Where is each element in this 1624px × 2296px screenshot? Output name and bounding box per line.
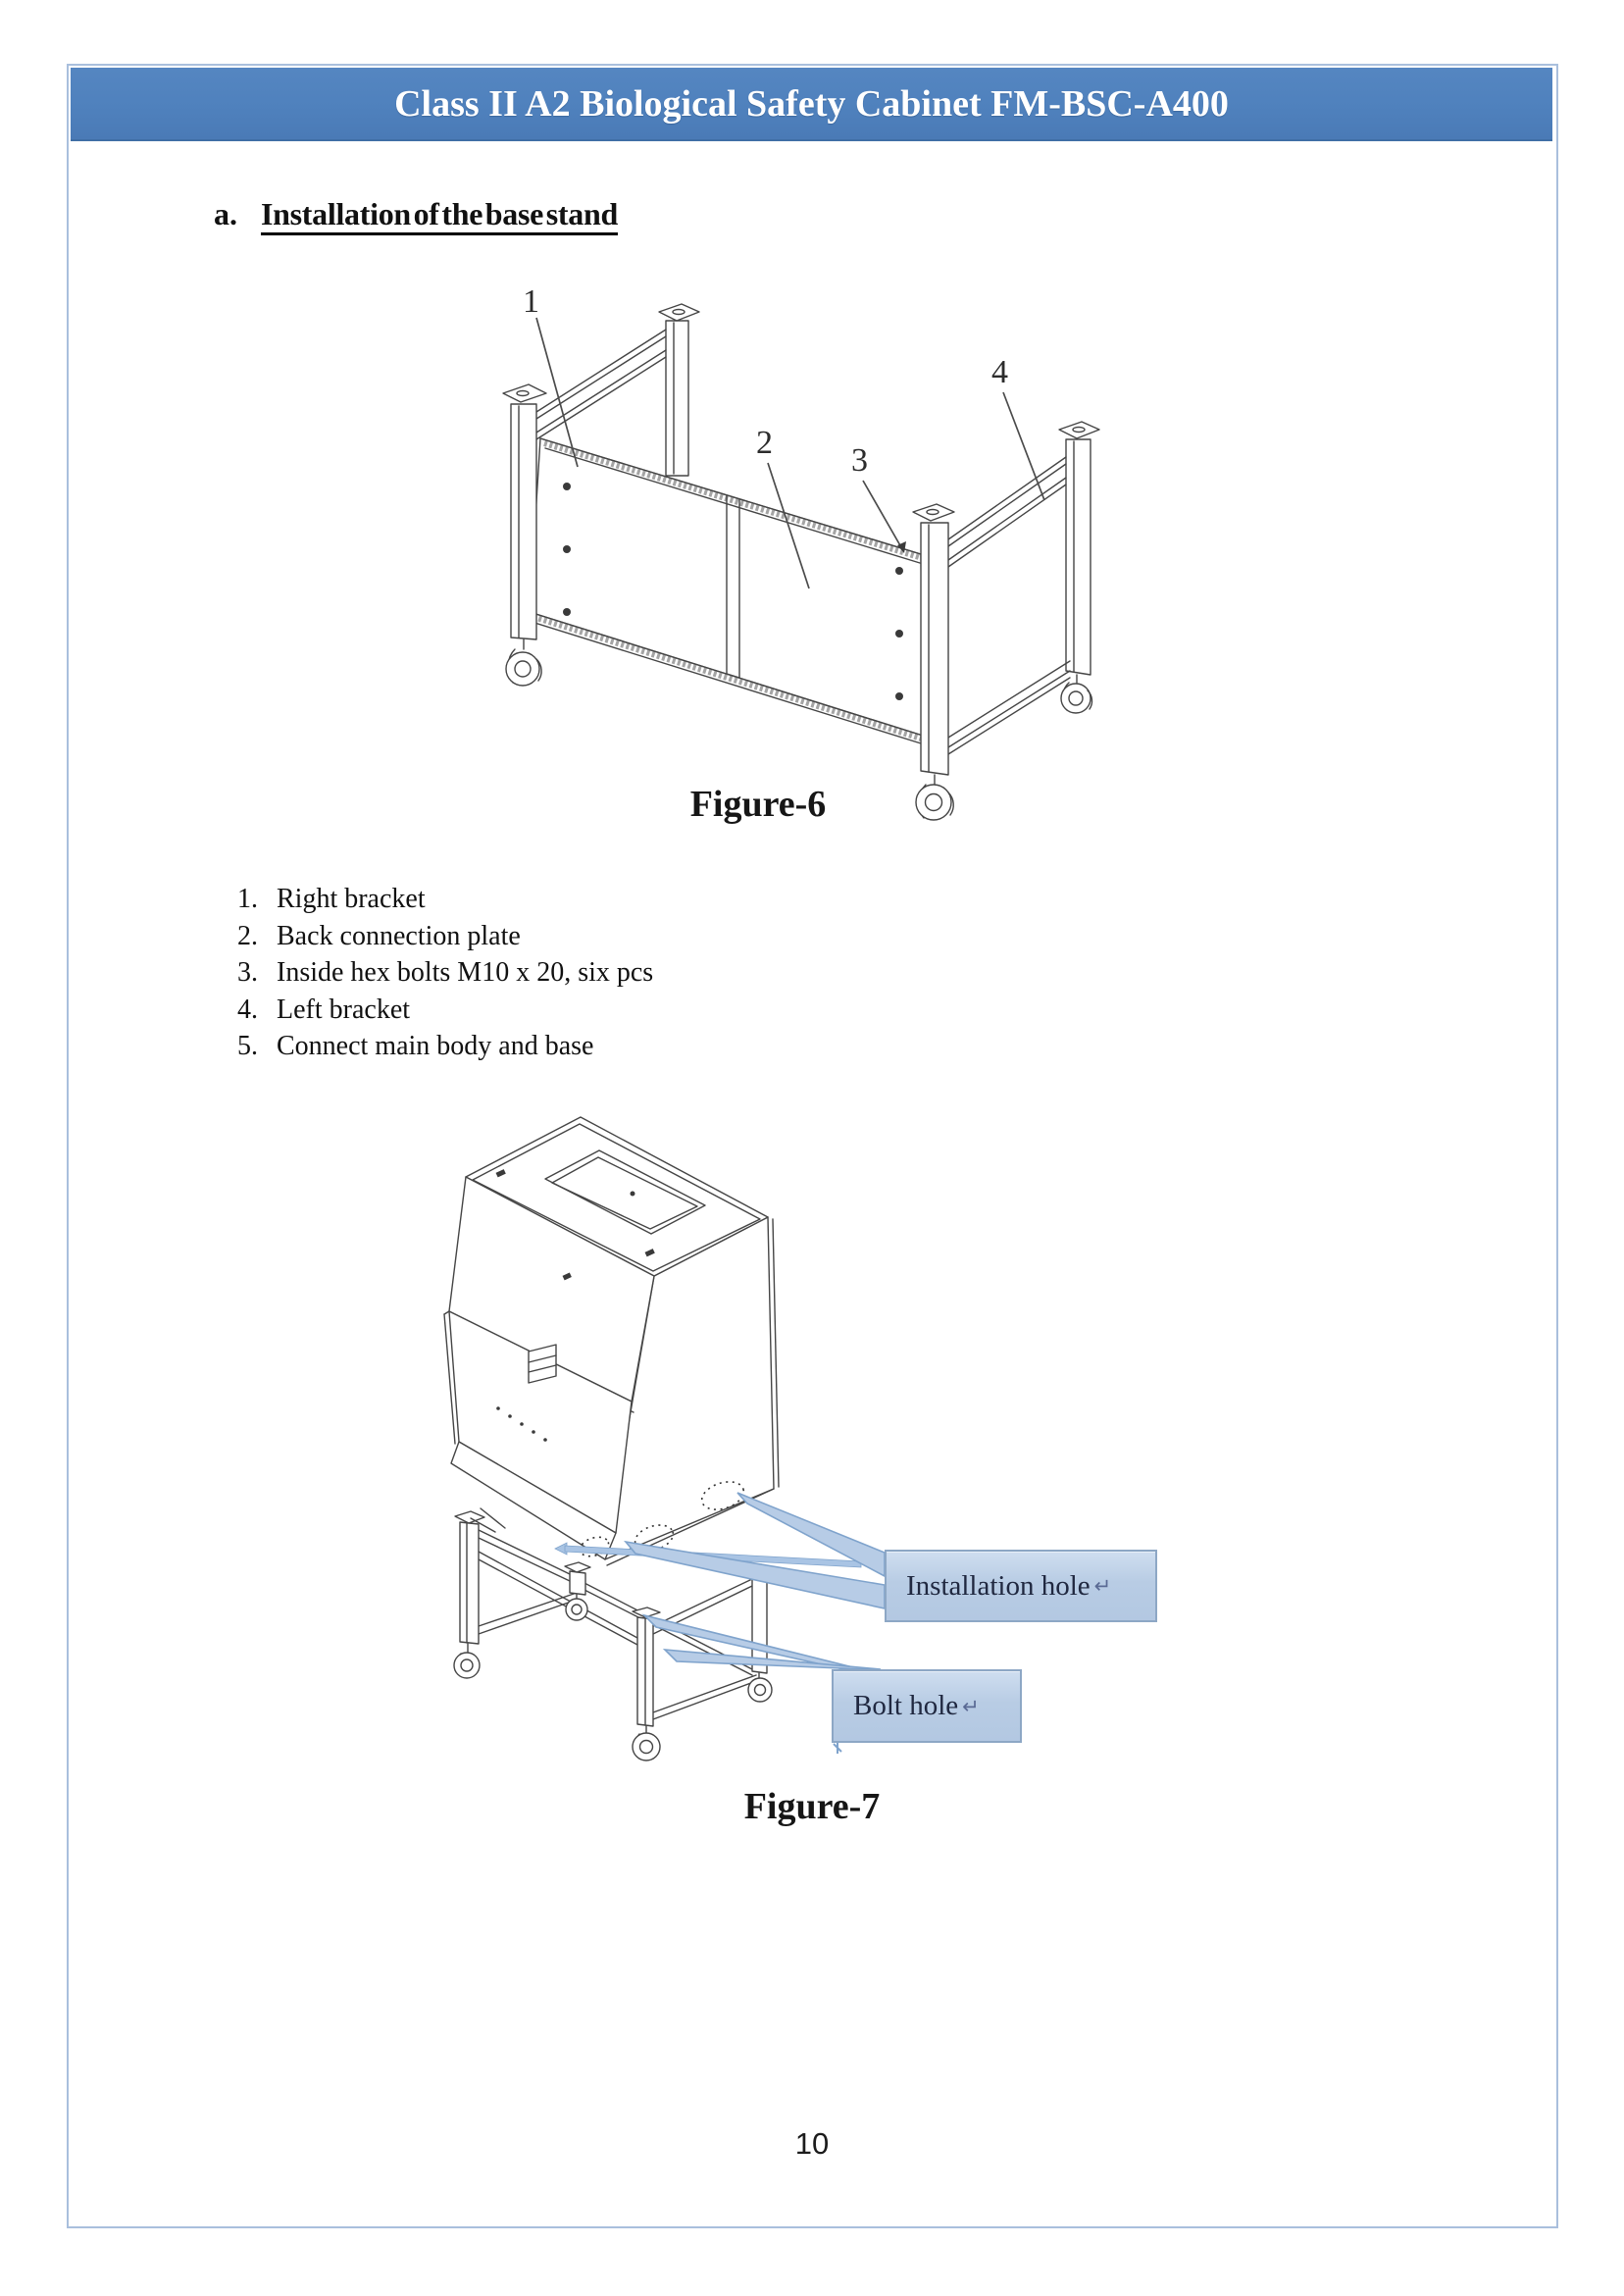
left-bracket-shape <box>912 421 1100 821</box>
cabinet-on-stand-diagram <box>443 1116 886 1761</box>
list-item: 4. Left bracket <box>237 994 411 1025</box>
list-item: 1. Right bracket <box>237 884 426 914</box>
installation-hole-label: Installation hole <box>906 1569 1091 1602</box>
figure6-callout-3: 3 <box>851 442 868 479</box>
figure6-callout-2: 2 <box>756 425 773 461</box>
cabinet-shape <box>443 1116 780 1566</box>
right-bracket-shape <box>502 303 700 687</box>
page-number: 10 <box>794 2126 830 2161</box>
section-title: Installation of the base stand <box>261 196 618 235</box>
header-bar: Class II A2 Biological Safety Cabinet FM… <box>71 68 1552 141</box>
figure7-caption: Figure-7 <box>743 1786 881 1827</box>
page-title: Class II A2 Biological Safety Cabinet FM… <box>394 82 1229 125</box>
section-marker: a. <box>214 196 237 231</box>
return-mark-icon: ↵ <box>962 1694 980 1718</box>
base-stand-diagram: 1 2 3 4 <box>502 283 1100 821</box>
return-mark-icon: ↵ <box>1093 1574 1112 1598</box>
figure6-callout-4: 4 <box>991 354 1008 390</box>
figure6-caption: Figure-6 <box>689 784 827 825</box>
figure6-drawing: 1 2 3 4 <box>417 245 1162 834</box>
bolt-hole-label: Bolt hole <box>853 1690 959 1721</box>
section-heading: a. Installation of the base stand <box>214 196 618 235</box>
figure7-drawing <box>412 1089 1196 1785</box>
bolt-hole-callout: Bolt hole ↵ <box>832 1669 1022 1743</box>
list-item: 2. Back connection plate <box>237 920 521 951</box>
list-item: 3. Inside hex bolts M10 x 20, six pcs <box>237 957 654 988</box>
list-item: 5. Connect main body and base <box>237 1031 594 1061</box>
parts-list: 1. Right bracket 2. Back connection plat… <box>237 881 653 1065</box>
figure6-callout-1: 1 <box>523 283 539 320</box>
page-border <box>67 64 1558 2228</box>
installation-hole-callout: Installation hole ↵ <box>885 1550 1157 1622</box>
